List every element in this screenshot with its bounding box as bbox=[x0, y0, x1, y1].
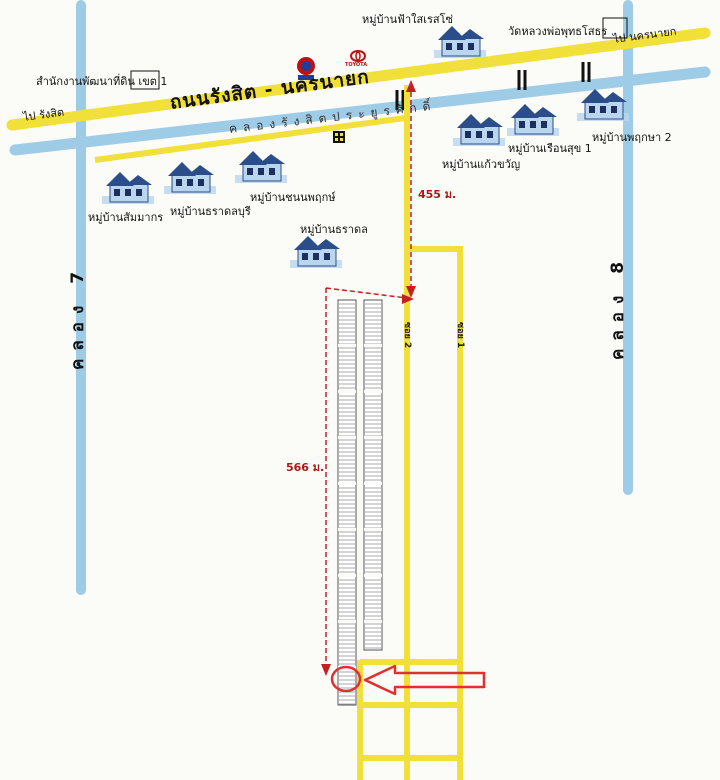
main-canal bbox=[9, 66, 711, 156]
arrow-up-icon bbox=[406, 80, 416, 92]
right-canal-label: คลอง 8 bbox=[608, 253, 628, 360]
chanont-label: หมู่บ้านชนนพฤกษ์ bbox=[250, 191, 336, 204]
house-icon bbox=[453, 114, 505, 146]
house-icon bbox=[507, 104, 559, 136]
arrow-down-icon bbox=[321, 664, 331, 676]
distance-455-label: 455 ม. bbox=[418, 188, 457, 201]
tharakorn-label: หมู่บ้านธราดลบุรี bbox=[170, 205, 251, 218]
bridge-marks bbox=[395, 62, 591, 110]
gas-station-icon bbox=[297, 57, 315, 80]
soi-roads bbox=[357, 85, 463, 780]
temple-box bbox=[602, 17, 628, 39]
house-icon bbox=[577, 89, 629, 121]
house-icon bbox=[434, 26, 486, 58]
ruean-suk-label: หมู่บ้านเรือนสุข 1 bbox=[508, 142, 592, 155]
lot-column-left bbox=[337, 299, 357, 706]
main-road bbox=[6, 27, 711, 131]
distance-566-label: 566 ม. bbox=[286, 461, 325, 474]
soi-a-label: ซอย 2 bbox=[402, 322, 412, 349]
lot-column-right bbox=[363, 299, 383, 651]
frontage-road bbox=[94, 115, 406, 163]
left-canal-label: คลอง 7 bbox=[68, 263, 88, 370]
soi-b-label: ซอย 1 bbox=[455, 322, 465, 349]
house-icon bbox=[235, 151, 287, 183]
kaeo-khwan-label: หมู่บ้านแก้วขวัญ bbox=[442, 158, 521, 171]
village-houses bbox=[102, 26, 629, 268]
land-office-box bbox=[130, 70, 160, 90]
phruksa-label: หมู่บ้านพฤกษา 2 bbox=[592, 131, 672, 144]
temple-label: วัดหลวงพ่อพุทธโสธร bbox=[508, 25, 608, 38]
lot-rows bbox=[337, 299, 383, 706]
land-office-label: สำนักงานพัฒนาที่ดิน เขต 1 bbox=[36, 75, 168, 88]
arrow-right-icon bbox=[402, 294, 414, 304]
distance-marker-566 bbox=[325, 287, 408, 668]
tharadol-label: หมู่บ้านธราดล bbox=[300, 223, 368, 236]
target-circle bbox=[330, 665, 362, 693]
house-icon bbox=[164, 162, 216, 194]
sam-makorn-label: หมู่บ้านสัมมากร bbox=[88, 211, 164, 224]
arrow-down-icon bbox=[406, 286, 416, 298]
toyota-logo-icon bbox=[350, 50, 366, 62]
freshy-village-label: หมู่บ้านฟ้าใสเรสโซ่ bbox=[362, 13, 453, 26]
toyota-wordmark: TOYOTA bbox=[345, 62, 368, 68]
target-pointer-arrow bbox=[363, 664, 486, 696]
house-icon bbox=[290, 236, 342, 268]
house-icon bbox=[102, 172, 154, 204]
shop-icon bbox=[333, 131, 345, 143]
